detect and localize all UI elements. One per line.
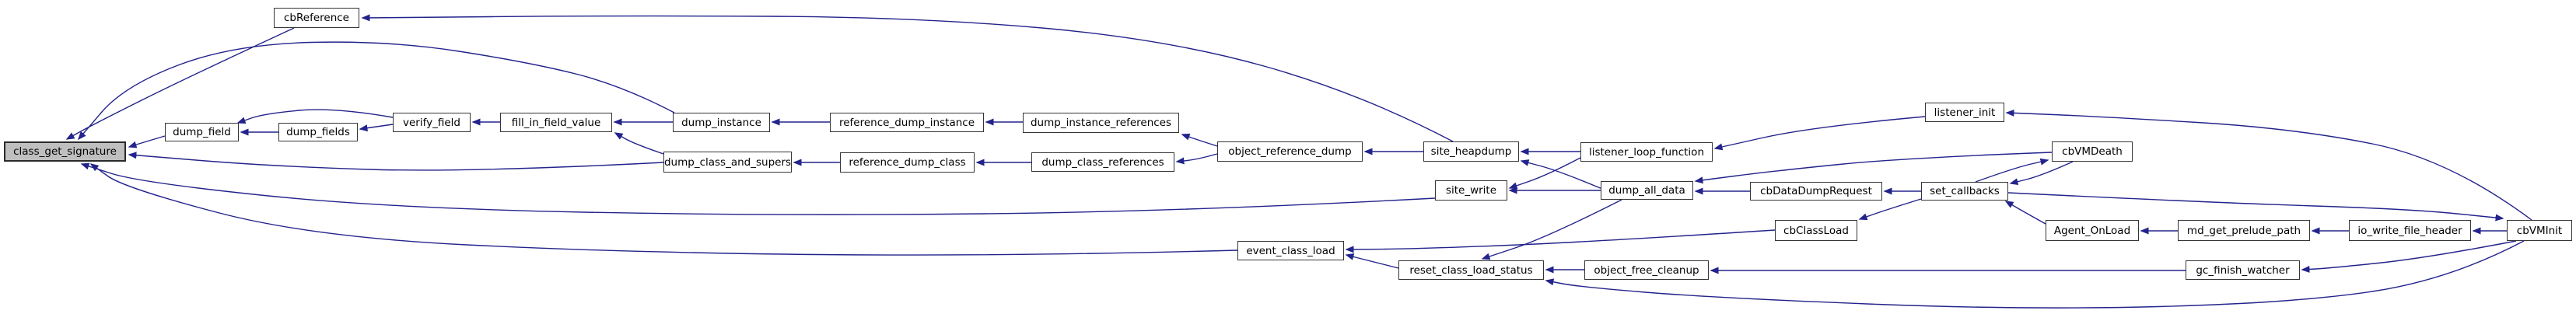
graph-node-Agent_OnLoad[interactable]: Agent_OnLoad — [2046, 220, 2139, 241]
graph-node-dump_all_data[interactable]: dump_all_data — [1601, 181, 1693, 200]
edge-object_reference_dump-to-dump_instance_references — [1181, 133, 1218, 147]
graph-node-cbDataDumpRequest[interactable]: cbDataDumpRequest — [1750, 182, 1882, 201]
edge-dump_class_and_supers-to-class_get_signature — [128, 152, 664, 171]
graph-node-cbVMDeath[interactable]: cbVMDeath — [2052, 141, 2133, 162]
edge-cbVMDeath-to-set_callbacks — [2009, 161, 2074, 186]
edge-reset_class_load_status-to-event_class_load — [1345, 253, 1399, 269]
graph-node-dump_instance[interactable]: dump_instance — [673, 113, 770, 132]
edge-cbVMInit-to-reset_class_load_status — [1545, 240, 2525, 309]
graph-node-object_free_cleanup[interactable]: object_free_cleanup — [1584, 260, 1709, 280]
graph-node-listener_init[interactable]: listener_init — [1925, 103, 2004, 122]
edge-verify_field-to-dump_fields — [359, 124, 394, 132]
edge-listener_loop_function-to-site_write — [1508, 157, 1581, 190]
edge-event_class_load-to-class_get_signature — [89, 163, 1238, 256]
graph-node-dump_class_and_supers[interactable]: dump_class_and_supers — [663, 152, 792, 173]
graph-node-listener_loop_function[interactable]: listener_loop_function — [1580, 142, 1713, 162]
graph-node-md_get_prelude_path[interactable]: md_get_prelude_path — [2178, 220, 2310, 241]
edge-dump_field-to-class_get_signature — [128, 135, 166, 148]
edge-dump_all_data-to-site_heapdump — [1520, 159, 1603, 190]
graph-node-dump_field[interactable]: dump_field — [165, 123, 239, 141]
graph-node-reference_dump_instance[interactable]: reference_dump_instance — [830, 113, 984, 132]
graph-node-reference_dump_class[interactable]: reference_dump_class — [840, 152, 975, 173]
graph-node-site_write[interactable]: site_write — [1435, 180, 1507, 201]
edge-cbReference-to-class_get_signature — [65, 27, 295, 140]
graph-node-cbReference[interactable]: cbReference — [274, 8, 359, 28]
graph-node-dump_instance_references[interactable]: dump_instance_references — [1023, 113, 1179, 133]
edge-site_heapdump-to-cbReference — [361, 14, 1454, 142]
graph-node-class_get_signature: class_get_signature — [4, 141, 126, 162]
edge-dump_instance-to-class_get_signature — [78, 41, 675, 141]
graph-node-set_callbacks[interactable]: set_callbacks — [1921, 182, 2008, 201]
edge-cbClassLoad-to-event_class_load — [1345, 229, 1776, 253]
edge-set_callbacks-to-cbVMInit — [2007, 192, 2504, 222]
edge-listener_init-to-listener_loop_function — [1713, 116, 1926, 151]
graph-node-cbVMInit[interactable]: cbVMInit — [2507, 220, 2572, 241]
edge-site_write-to-class_get_signature — [80, 162, 1436, 215]
graph-node-cbClassLoad[interactable]: cbClassLoad — [1775, 220, 1857, 241]
edge-dump_all_data-to-reset_class_load_status — [1481, 199, 1622, 260]
graph-node-site_heapdump[interactable]: site_heapdump — [1423, 141, 1519, 162]
graph-node-dump_class_references[interactable]: dump_class_references — [1031, 152, 1174, 172]
graph-node-dump_fields[interactable]: dump_fields — [278, 123, 358, 141]
edge-cbVMInit-to-gc_finish_watcher — [2301, 240, 2517, 273]
graph-node-io_write_file_header[interactable]: io_write_file_header — [2349, 220, 2471, 241]
graph-node-event_class_load[interactable]: event_class_load — [1237, 241, 1344, 260]
edge-dump_class_and_supers-to-fill_in_field_value — [614, 132, 664, 155]
graph-node-gc_finish_watcher[interactable]: gc_finish_watcher — [2186, 260, 2300, 280]
graph-node-fill_in_field_value[interactable]: fill_in_field_value — [500, 113, 612, 132]
graph-node-object_reference_dump[interactable]: object_reference_dump — [1217, 141, 1363, 162]
edge-set_callbacks-to-cbVMDeath — [1975, 158, 2049, 183]
graph-node-reset_class_load_status[interactable]: reset_class_load_status — [1398, 260, 1544, 280]
edge-set_callbacks-to-cbClassLoad — [1858, 198, 1922, 221]
edge-Agent_OnLoad-to-set_callbacks — [2004, 201, 2046, 225]
edge-object_reference_dump-to-dump_class_references — [1175, 153, 1218, 165]
edge-cbVMInit-to-listener_init — [2005, 109, 2532, 221]
edge-verify_field-to-dump_field — [236, 109, 394, 124]
graph-node-verify_field[interactable]: verify_field — [393, 113, 471, 132]
edge-cbVMDeath-to-dump_all_data — [1694, 152, 2053, 184]
